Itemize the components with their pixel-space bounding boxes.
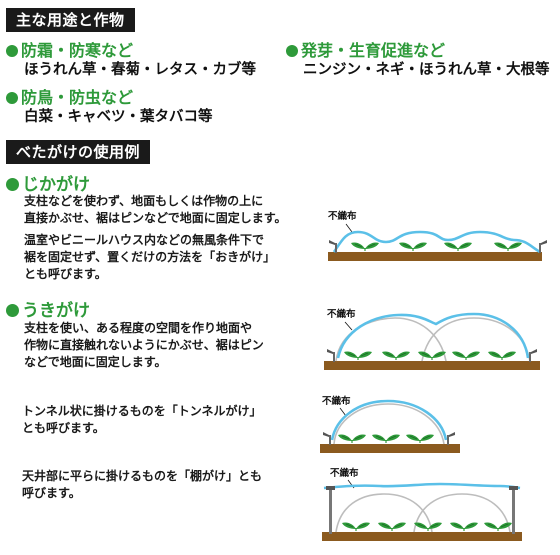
jikagake-title: じかがけ — [6, 170, 90, 195]
soil-bed — [320, 444, 460, 453]
fabric-label: 不織布 — [322, 395, 351, 407]
use-group-1-name: 防霜・防寒など — [6, 37, 133, 61]
tana-illustration: 不織布 — [322, 467, 522, 541]
jikagake-desc-2: 温室やビニールハウス内などの無風条件下で 裾を固定せず、置くだけの方法を「おきが… — [24, 233, 276, 281]
fabric-label: 不織布 — [328, 210, 357, 222]
fabric-label: 不織布 — [327, 308, 356, 320]
use-group-2-crops: ニンジン・ネギ・ほうれん草・大根等 — [303, 62, 550, 78]
bullet-icon — [6, 178, 19, 191]
support-pole — [512, 488, 515, 534]
bullet-icon — [6, 92, 18, 104]
soil-bed — [324, 361, 540, 370]
fabric-label: 不織布 — [330, 467, 359, 479]
fabric-layer — [336, 312, 530, 359]
fabric-layer — [332, 230, 541, 254]
bullet-icon — [286, 45, 298, 57]
ukigake-title: うきがけ — [6, 296, 90, 321]
use-group-3-crops: 白菜・キャベツ・葉タバコ等 — [24, 109, 213, 125]
ukigake-desc-1: 支柱を使い、ある程度の空間を作り地面や 作物に直接触れないようにかぶせ、裾はピン… — [24, 321, 264, 369]
use-group-2-name: 発芽・生育促進など — [286, 37, 445, 61]
bullet-icon — [6, 45, 18, 57]
fabric-layer — [330, 399, 448, 441]
jikagake-desc-1: 支柱などを使わず、地面もしくは作物の上に 直接かぶせ、裾はピンなどで地面に固定し… — [24, 194, 287, 225]
support-pole — [329, 488, 332, 534]
use-group-3-name: 防鳥・防虫など — [6, 84, 133, 108]
tunnel-desc: トンネル状に掛けるものを「トンネルがけ」 とも呼びます。 — [22, 404, 262, 435]
usage-header: べたがけの使用例 — [6, 140, 151, 164]
uses-header: 主な用途と作物 — [6, 8, 135, 32]
soil-bed — [322, 532, 522, 541]
soil-bed — [328, 252, 542, 261]
fabric-layer — [323, 482, 521, 490]
tunnel-illustration: 不織布 — [320, 395, 460, 453]
bullet-icon — [6, 304, 19, 317]
jikagake-illustration: 不織布 — [328, 210, 547, 261]
ukigake-illustration: 不織布 — [324, 308, 540, 370]
use-group-1-crops: ほうれん草・春菊・レタス・カブ等 — [24, 62, 256, 78]
tana-desc: 天井部に平らに掛けるものを「棚がけ」とも 呼びます。 — [22, 469, 263, 500]
